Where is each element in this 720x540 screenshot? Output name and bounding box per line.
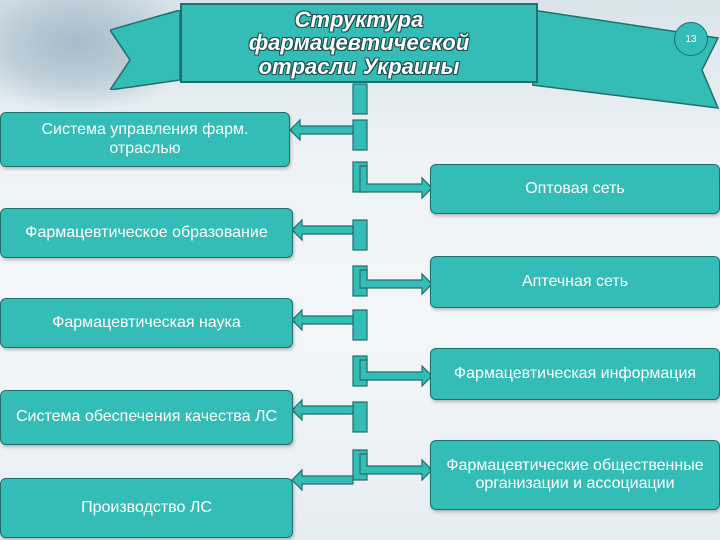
box-science: Фармацевтическая наука bbox=[0, 298, 293, 348]
title-banner: Структура фармацевтической отрасли Украи… bbox=[180, 3, 538, 83]
arrow-right-information bbox=[359, 359, 433, 388]
box-information: Фармацевтическая информация bbox=[430, 348, 720, 400]
box-organizations: Фармацевтические общественные организаци… bbox=[430, 440, 720, 510]
arrow-left-science bbox=[291, 308, 354, 332]
spine-segment bbox=[352, 309, 368, 341]
spine-segment bbox=[352, 355, 368, 387]
slide-number-badge: 13 bbox=[674, 22, 708, 56]
box-education-label: Фармацевтическое образование bbox=[25, 223, 268, 241]
box-pharmacy-label: Аптечная сеть bbox=[521, 272, 629, 290]
box-quality-label: Система обеспечения качества ЛС bbox=[16, 408, 277, 426]
arrow-left-production bbox=[291, 468, 354, 492]
spine-segment bbox=[352, 401, 368, 433]
box-quality: Система обеспечения качества ЛС bbox=[0, 390, 293, 445]
box-production-label: Производство ЛС bbox=[81, 498, 212, 516]
arrow-right-pharmacy bbox=[359, 269, 433, 296]
box-management-label: Система управления фарм. отраслью bbox=[41, 121, 249, 157]
box-information-label: Фармацевтическая информация bbox=[453, 364, 697, 382]
title-ribbon-left bbox=[110, 10, 181, 90]
arrow-right-organizations bbox=[359, 453, 433, 482]
arrow-right-wholesale bbox=[359, 165, 433, 200]
box-wholesale: Оптовая сеть bbox=[430, 164, 720, 214]
arrow-left-education bbox=[291, 218, 354, 242]
spine-segment bbox=[352, 449, 368, 481]
box-pharmacy: Аптечная сеть bbox=[430, 256, 720, 308]
box-organizations-label: Фармацевтические общественные организаци… bbox=[446, 456, 704, 492]
box-education: Фармацевтическое образование bbox=[0, 208, 293, 258]
spine-segment bbox=[352, 83, 368, 115]
box-wholesale-label: Оптовая сеть bbox=[525, 179, 625, 197]
spine-segment bbox=[352, 219, 368, 251]
spine-segment bbox=[352, 265, 368, 297]
spine-segment bbox=[352, 119, 368, 151]
box-production: Производство ЛС bbox=[0, 478, 293, 538]
box-management: Система управления фарм. отраслью bbox=[0, 112, 290, 167]
arrow-left-management bbox=[289, 118, 354, 142]
page-title: Структура фармацевтической отрасли Украи… bbox=[248, 7, 470, 79]
arrow-left-quality bbox=[291, 398, 354, 422]
spine-segment bbox=[352, 161, 368, 193]
box-science-label: Фармацевтическая наука bbox=[52, 313, 241, 331]
